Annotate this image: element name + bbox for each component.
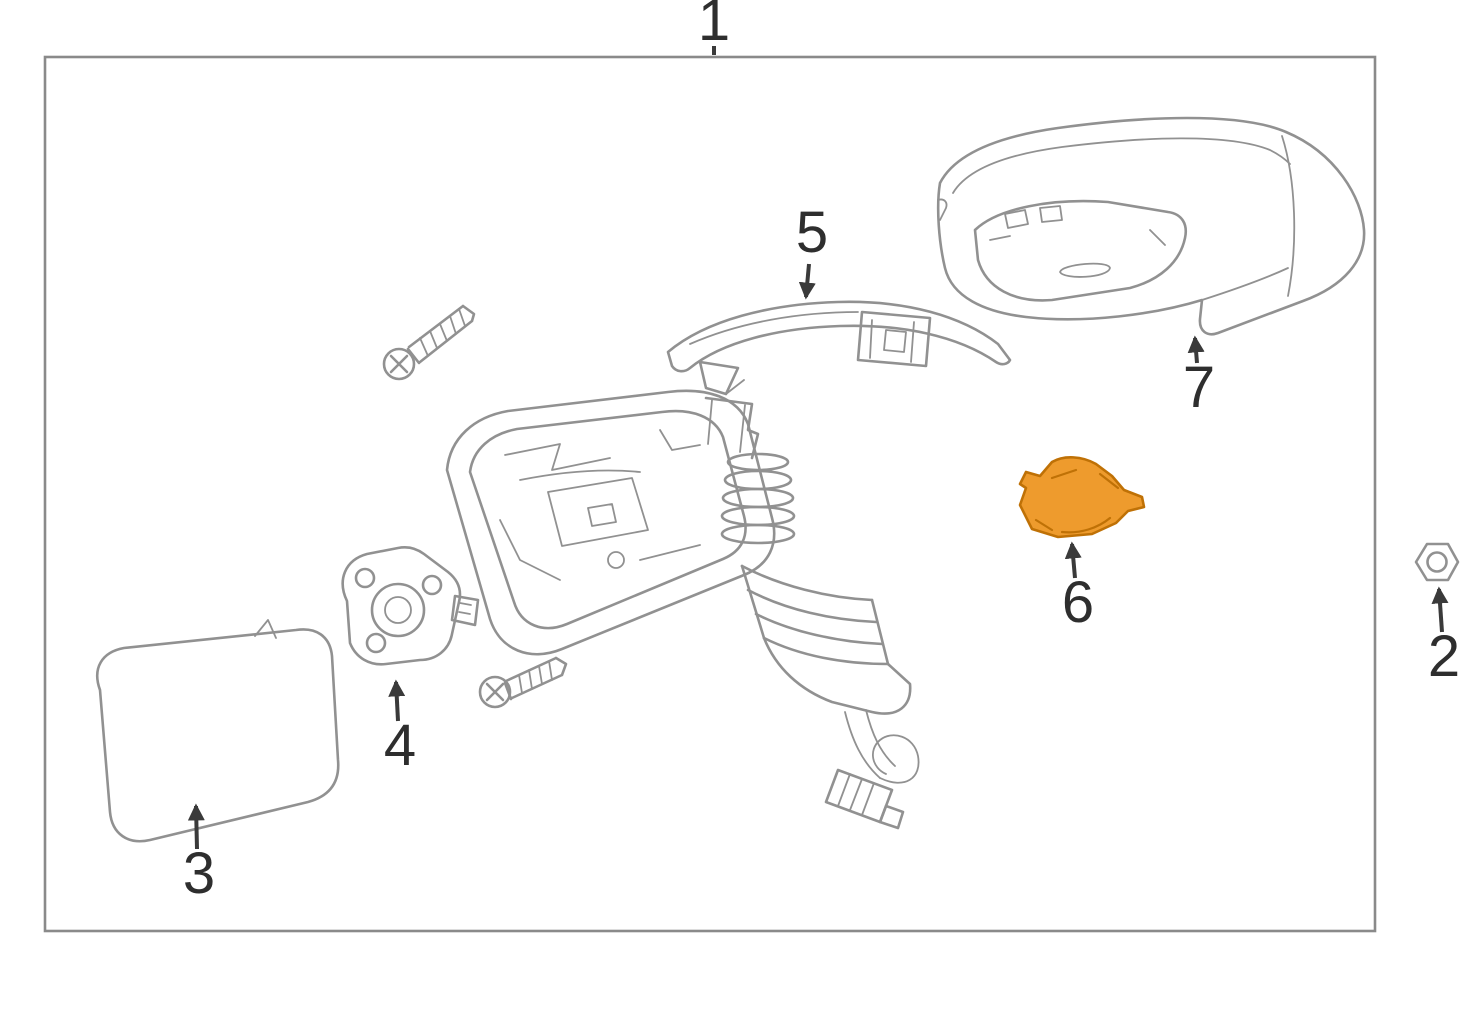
part-label-2: 2 xyxy=(1428,624,1460,689)
part-label-7: 7 xyxy=(1183,355,1215,420)
callout-arrow-3 xyxy=(187,803,205,850)
turn-signal-lamp xyxy=(666,300,1012,396)
mirror-cover-cap xyxy=(936,116,1366,336)
callout-arrow-2 xyxy=(1431,586,1449,633)
part-label-4: 4 xyxy=(384,713,416,778)
callout-arrow-7 xyxy=(1187,335,1205,364)
bracket-part-highlighted xyxy=(1018,456,1146,539)
callout-arrows xyxy=(187,46,1449,850)
screw-lower xyxy=(478,656,568,709)
callout-arrow-4 xyxy=(388,679,406,722)
part-label-5: 5 xyxy=(796,200,828,265)
mirror-housing xyxy=(445,389,776,656)
callout-arrow-5 xyxy=(798,263,816,300)
assembly-boundary-box xyxy=(43,55,1377,933)
hex-nut xyxy=(1414,542,1460,582)
callout-arrow-6 xyxy=(1064,541,1082,579)
mirror-motor xyxy=(341,545,480,666)
pivot-spring xyxy=(720,452,796,545)
wiring-harness xyxy=(740,564,920,830)
mirror-glass xyxy=(95,619,340,843)
part-label-6: 6 xyxy=(1062,570,1094,635)
part-label-3: 3 xyxy=(183,841,215,906)
part-label-1: 1 xyxy=(698,0,730,53)
part-labels: 1 2 3 4 5 6 7 xyxy=(183,0,1460,906)
screw-upper xyxy=(382,304,476,381)
bracket-body xyxy=(1018,456,1146,539)
